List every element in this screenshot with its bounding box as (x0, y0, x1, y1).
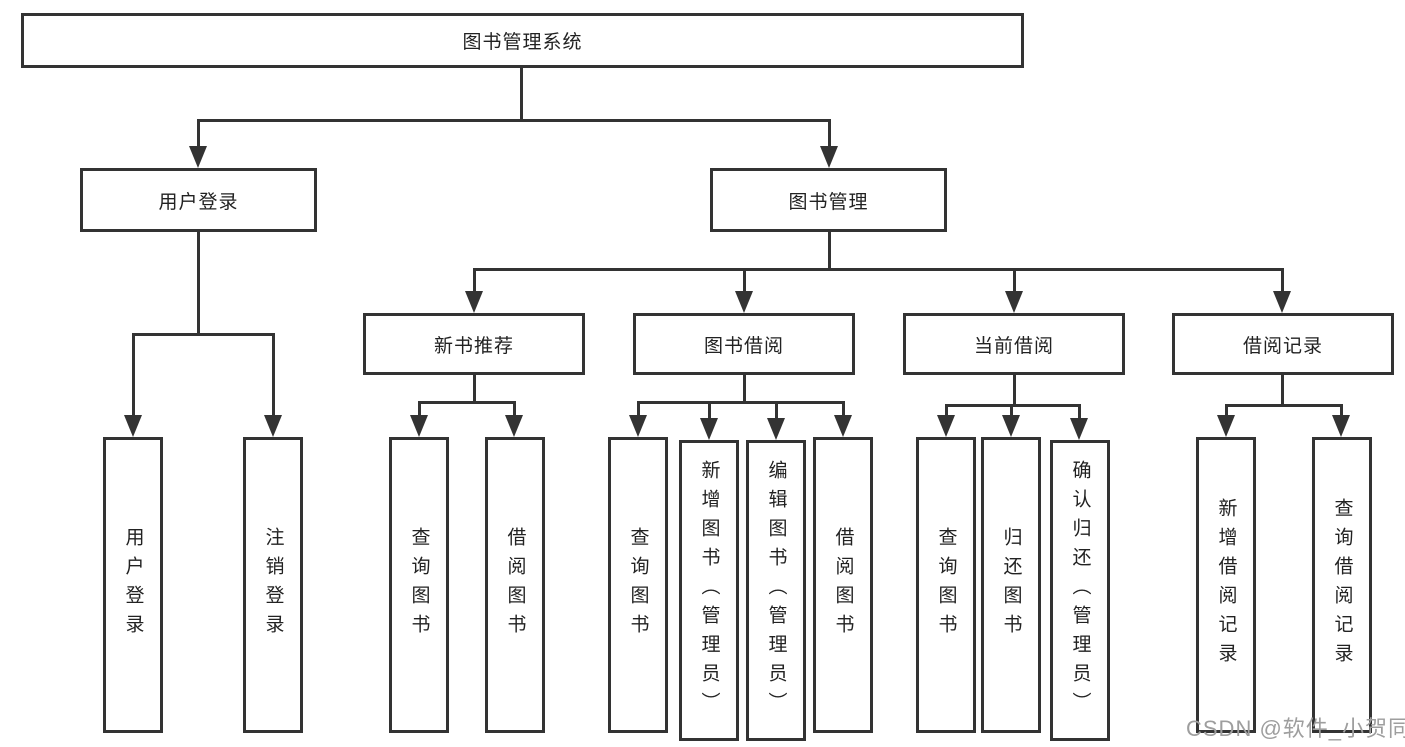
node-user-login: 用户登录 (80, 168, 317, 232)
connector-l3-shaft-2 (743, 268, 746, 293)
connector-currentborrow-branch (945, 404, 1081, 407)
arrow-bookborrow-leaf-4 (834, 415, 852, 437)
csdn-watermark: CSDN @软件_小贺同学 (1186, 716, 1405, 741)
arrow-to-user-login (189, 146, 207, 168)
connector-root-left-shaft (197, 119, 200, 147)
leaf-records-add: 新增借阅记录 (1196, 437, 1256, 733)
connector-bookborrow-branch (637, 401, 845, 404)
arrow-bookborrow-leaf-1 (629, 415, 647, 437)
arrow-to-leaf-logout (264, 415, 282, 437)
leaf-bookborrow-borrow: 借阅图书 (813, 437, 873, 733)
connector-currentborrow-shaft-1 (945, 404, 948, 415)
leaf-records-query-label: 查询借阅记录 (1331, 498, 1353, 672)
leaf-user-login: 用户登录 (103, 437, 163, 733)
connector-bookborrow-shaft-2 (708, 401, 711, 418)
node-new-books: 新书推荐 (363, 313, 585, 375)
leaf-bookborrow-edit-label: 编辑图书（管理员） (765, 460, 787, 721)
arrow-bookborrow-leaf-2 (700, 418, 718, 440)
arrow-newbooks-leaf-1 (410, 415, 428, 437)
leaf-currentborrow-query: 查询图书 (916, 437, 976, 733)
leaf-bookborrow-query: 查询图书 (608, 437, 668, 733)
leaf-logout: 注销登录 (243, 437, 303, 733)
leaf-newbooks-borrow-label: 借阅图书 (504, 527, 526, 643)
arrow-currentborrow-leaf-1 (937, 415, 955, 437)
arrow-currentborrow-leaf-3 (1070, 418, 1088, 440)
connector-bookmgmt-branch (473, 268, 1284, 271)
node-borrow-records: 借阅记录 (1172, 313, 1394, 375)
connector-bookborrow-shaft-4 (842, 401, 845, 415)
arrow-to-new-books (465, 291, 483, 313)
connector-root-right-shaft (828, 119, 831, 147)
arrow-to-current-borrow (1005, 291, 1023, 313)
connector-userlogin-stem (197, 232, 200, 336)
connector-newbooks-shaft-1 (418, 401, 421, 415)
leaf-newbooks-query-label: 查询图书 (408, 527, 430, 643)
arrow-borrowrecords-leaf-2 (1332, 415, 1350, 437)
leaf-bookborrow-query-label: 查询图书 (627, 527, 649, 643)
leaf-bookborrow-add: 新增图书（管理员） (679, 440, 739, 741)
connector-currentborrow-shaft-2 (1010, 404, 1013, 415)
arrow-currentborrow-leaf-2 (1002, 415, 1020, 437)
node-new-books-label: 新书推荐 (433, 335, 514, 357)
connector-bookborrow-stem (743, 375, 746, 404)
connector-borrowrecords-branch (1225, 404, 1343, 407)
connector-bookborrow-shaft-1 (637, 401, 640, 415)
connector-borrowrecords-shaft-2 (1340, 404, 1343, 415)
connector-currentborrow-stem (1013, 375, 1016, 407)
leaf-newbooks-query: 查询图书 (389, 437, 449, 733)
node-root: 图书管理系统 (21, 13, 1024, 68)
connector-root-branch (197, 119, 831, 122)
arrow-to-book-mgmt (820, 146, 838, 168)
arrow-borrowrecords-leaf-1 (1217, 415, 1235, 437)
connector-userlogin-shaft-2 (272, 333, 275, 415)
leaf-currentborrow-query-label: 查询图书 (935, 527, 957, 643)
leaf-bookborrow-add-label: 新增图书（管理员） (698, 460, 720, 721)
leaf-logout-label: 注销登录 (262, 527, 284, 643)
connector-root-stem (520, 68, 523, 120)
connector-newbooks-stem (473, 375, 476, 404)
connector-newbooks-branch (418, 401, 516, 404)
node-book-borrow-label: 图书借阅 (703, 335, 784, 357)
connector-newbooks-shaft-2 (513, 401, 516, 415)
node-user-login-label: 用户登录 (158, 191, 239, 213)
connector-l3-shaft-3 (1013, 268, 1016, 293)
connector-l3-shaft-4 (1281, 268, 1284, 293)
connector-bookmgmt-stem (828, 232, 831, 271)
node-book-borrow: 图书借阅 (633, 313, 855, 375)
arrow-newbooks-leaf-2 (505, 415, 523, 437)
connector-borrowrecords-stem (1281, 375, 1284, 407)
node-current-borrow: 当前借阅 (903, 313, 1125, 375)
leaf-newbooks-borrow: 借阅图书 (485, 437, 545, 733)
node-current-borrow-label: 当前借阅 (973, 335, 1054, 357)
leaf-currentborrow-return: 归还图书 (981, 437, 1041, 733)
leaf-records-add-label: 新增借阅记录 (1215, 498, 1237, 672)
connector-bookborrow-shaft-3 (775, 401, 778, 418)
leaf-bookborrow-borrow-label: 借阅图书 (832, 527, 854, 643)
connector-userlogin-branch (132, 333, 275, 336)
leaf-bookborrow-edit: 编辑图书（管理员） (746, 440, 806, 741)
leaf-currentborrow-return-label: 归还图书 (1000, 527, 1022, 643)
arrow-to-leaf-user-login (124, 415, 142, 437)
node-borrow-records-label: 借阅记录 (1242, 335, 1323, 357)
node-book-mgmt-label: 图书管理 (788, 191, 869, 213)
leaf-records-query: 查询借阅记录 (1312, 437, 1372, 733)
node-root-label: 图书管理系统 (462, 32, 583, 53)
arrow-to-book-borrow (735, 291, 753, 313)
leaf-currentborrow-confirm: 确认归还（管理员） (1050, 440, 1110, 741)
leaf-currentborrow-confirm-label: 确认归还（管理员） (1069, 460, 1091, 721)
arrow-to-borrow-records (1273, 291, 1291, 313)
arrow-bookborrow-leaf-3 (767, 418, 785, 440)
connector-userlogin-shaft-1 (132, 333, 135, 415)
node-book-mgmt: 图书管理 (710, 168, 947, 232)
connector-borrowrecords-shaft-1 (1225, 404, 1228, 415)
connector-currentborrow-shaft-3 (1078, 404, 1081, 418)
leaf-user-login-label: 用户登录 (122, 527, 144, 643)
connector-l3-shaft-1 (473, 268, 476, 293)
